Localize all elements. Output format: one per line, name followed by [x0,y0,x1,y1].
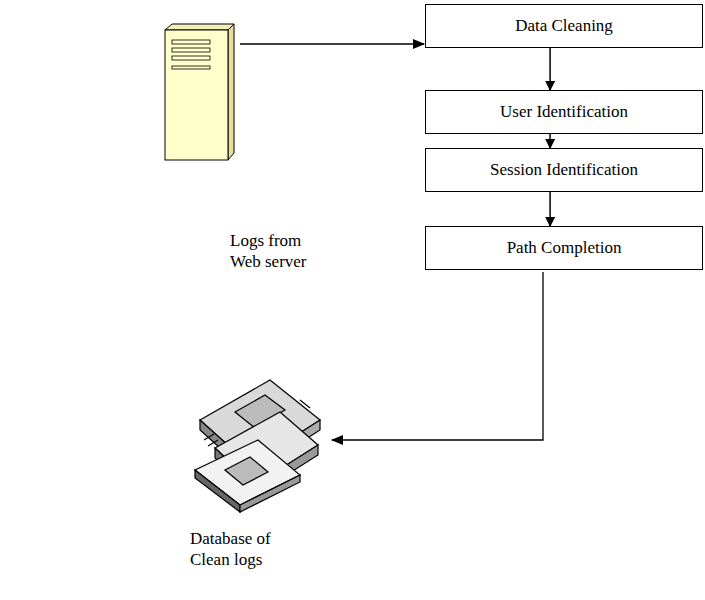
box-label: User Identification [500,102,628,122]
flow-arrow [549,134,551,148]
process-box: User Identification [425,90,703,134]
database-icon [195,380,320,512]
output-arrow [332,272,543,440]
box-label: Path Completion [507,238,622,258]
icon-caption: Database of Clean logs [190,528,290,571]
process-box: Session Identification [425,148,703,192]
icon-caption: Logs from Web server [230,230,318,273]
process-box: Path Completion [425,226,703,270]
flow-arrow [549,48,551,90]
server-icon [165,24,234,160]
box-label: Session Identification [490,160,638,180]
process-box: Data Cleaning [425,4,703,48]
flow-arrow [549,192,551,226]
box-label: Data Cleaning [515,16,613,36]
input-arrow [240,43,424,44]
